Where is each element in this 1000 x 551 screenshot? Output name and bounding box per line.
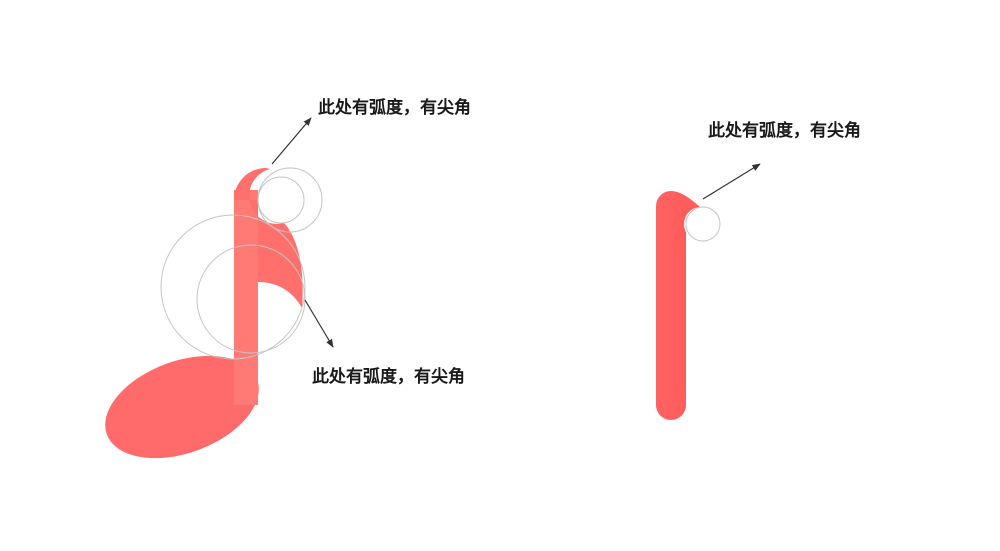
annotation-label: 此处有弧度，有尖角 — [708, 120, 861, 141]
construction-guides — [160, 167, 323, 360]
arrow-right — [702, 163, 761, 200]
music-note-icon — [105, 168, 303, 459]
guide-circle-bottom-small — [196, 244, 306, 354]
arrow-bottom-left — [304, 299, 334, 348]
annotation-right: 此处有弧度，有尖角 — [702, 120, 861, 200]
stem-detail-icon — [656, 191, 721, 420]
annotation-bottom-left: 此处有弧度，有尖角 — [304, 299, 465, 387]
note-head — [105, 355, 259, 459]
note-flag — [234, 168, 303, 308]
stem-detail-shape — [656, 191, 700, 420]
annotation-label: 此处有弧度，有尖角 — [318, 97, 471, 118]
annotation-top-left: 此处有弧度，有尖角 — [271, 97, 471, 165]
guide-circle-bottom-large — [160, 214, 306, 360]
arrow-top-left — [271, 117, 312, 165]
note-stem — [234, 190, 258, 405]
guide-circle-top-small — [257, 176, 305, 224]
annotation-label: 此处有弧度，有尖角 — [312, 366, 465, 387]
guide-circle-stem-tip — [685, 206, 721, 242]
